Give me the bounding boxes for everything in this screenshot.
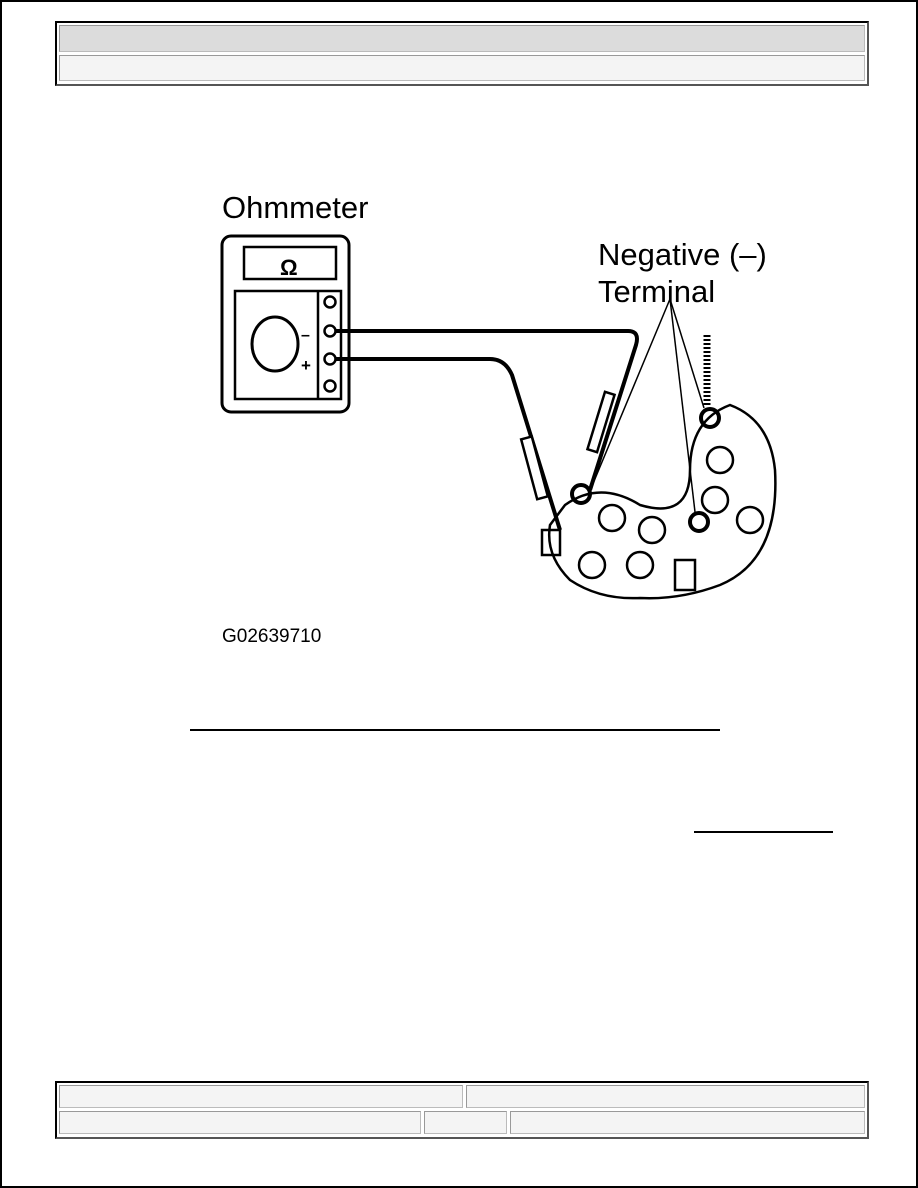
rectifier-holder-icon	[540, 335, 777, 600]
footer-cell-bottom-left	[59, 1111, 421, 1134]
short-divider-rule	[694, 831, 833, 833]
ohmmeter-label: Ohmmeter	[222, 190, 368, 225]
plus-terminal-sign: +	[301, 356, 311, 375]
footer-cell-bottom-middle	[424, 1111, 507, 1134]
footer-cell-bottom-right	[510, 1111, 865, 1134]
footer-cell-left	[59, 1085, 463, 1108]
footer-table	[55, 1081, 869, 1139]
header-title-cell	[59, 25, 865, 52]
ohmmeter-test-illustration: Ohmmeter Negative (–) Terminal Ω – +	[220, 190, 777, 647]
meter-display-omega: Ω	[280, 255, 298, 280]
header-subtitle-cell	[59, 55, 865, 81]
figure-id: G02639710	[222, 626, 321, 647]
negative-terminal-label-line2: Terminal	[598, 274, 715, 309]
divider-rule	[190, 729, 720, 731]
callout-leader-lines	[591, 298, 705, 513]
negative-terminal-label-line1: Negative (–)	[598, 237, 767, 272]
footer-cell-right	[466, 1085, 865, 1108]
test-leads	[336, 329, 639, 531]
header-table	[55, 21, 869, 86]
minus-terminal-sign: –	[301, 327, 310, 344]
ohmmeter-icon: Ω – +	[220, 234, 351, 414]
